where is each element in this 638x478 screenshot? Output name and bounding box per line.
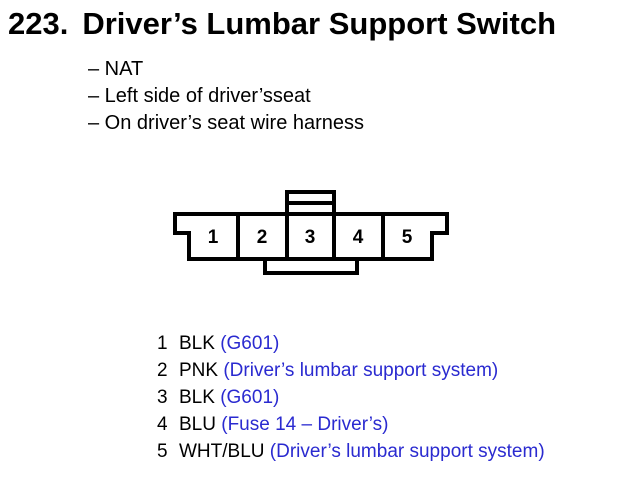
page-title: 223. Driver’s Lumbar Support Switch	[8, 6, 556, 42]
connector-body	[173, 212, 449, 261]
connector-key	[263, 259, 359, 275]
notes-list: – NAT – Left side of driver’sseat – On d…	[88, 56, 364, 137]
pin-description: (G601)	[220, 387, 280, 408]
wire-color: WHT/BLU	[179, 441, 265, 462]
pin-row: 3 BLK (G601)	[157, 384, 545, 411]
note-item: – NAT	[88, 58, 144, 80]
note-item: – On driver’s seat wire harness	[88, 112, 365, 134]
cavity-label-4: 4	[353, 227, 364, 248]
wire-color: BLU	[179, 414, 216, 435]
pin-number: 5	[157, 441, 168, 462]
cavity-label-3: 3	[305, 227, 316, 248]
pin-number: 3	[157, 387, 168, 408]
pin-number: 1	[157, 333, 168, 354]
cavity-label-1: 1	[208, 227, 219, 248]
cavity-label-2: 2	[257, 227, 268, 248]
pin-number: 4	[157, 414, 168, 435]
cavity-label-5: 5	[402, 227, 413, 248]
pin-description: (Driver’s lumbar support system)	[269, 441, 545, 462]
pin-row: 2 PNK (Driver’s lumbar support system)	[157, 357, 545, 384]
pin-description: (Driver’s lumbar support system)	[223, 360, 499, 381]
wire-color: BLK	[179, 333, 215, 354]
pin-description: (Fuse 14 – Driver’s)	[221, 414, 389, 435]
pin-row: 1 BLK (G601)	[157, 330, 545, 357]
section-number: 223.	[8, 6, 69, 41]
section-title: Driver’s Lumbar Support Switch	[82, 6, 557, 41]
wire-color: BLK	[179, 387, 215, 408]
pin-row: 5 WHT/BLU (Driver’s lumbar support system…	[157, 438, 545, 465]
wire-color: PNK	[179, 360, 219, 381]
pin-number: 2	[157, 360, 168, 381]
pin-description: (G601)	[220, 333, 280, 354]
note-item: – Left side of driver’sseat	[88, 85, 311, 107]
pin-row: 4 BLU (Fuse 14 – Driver’s)	[157, 411, 545, 438]
